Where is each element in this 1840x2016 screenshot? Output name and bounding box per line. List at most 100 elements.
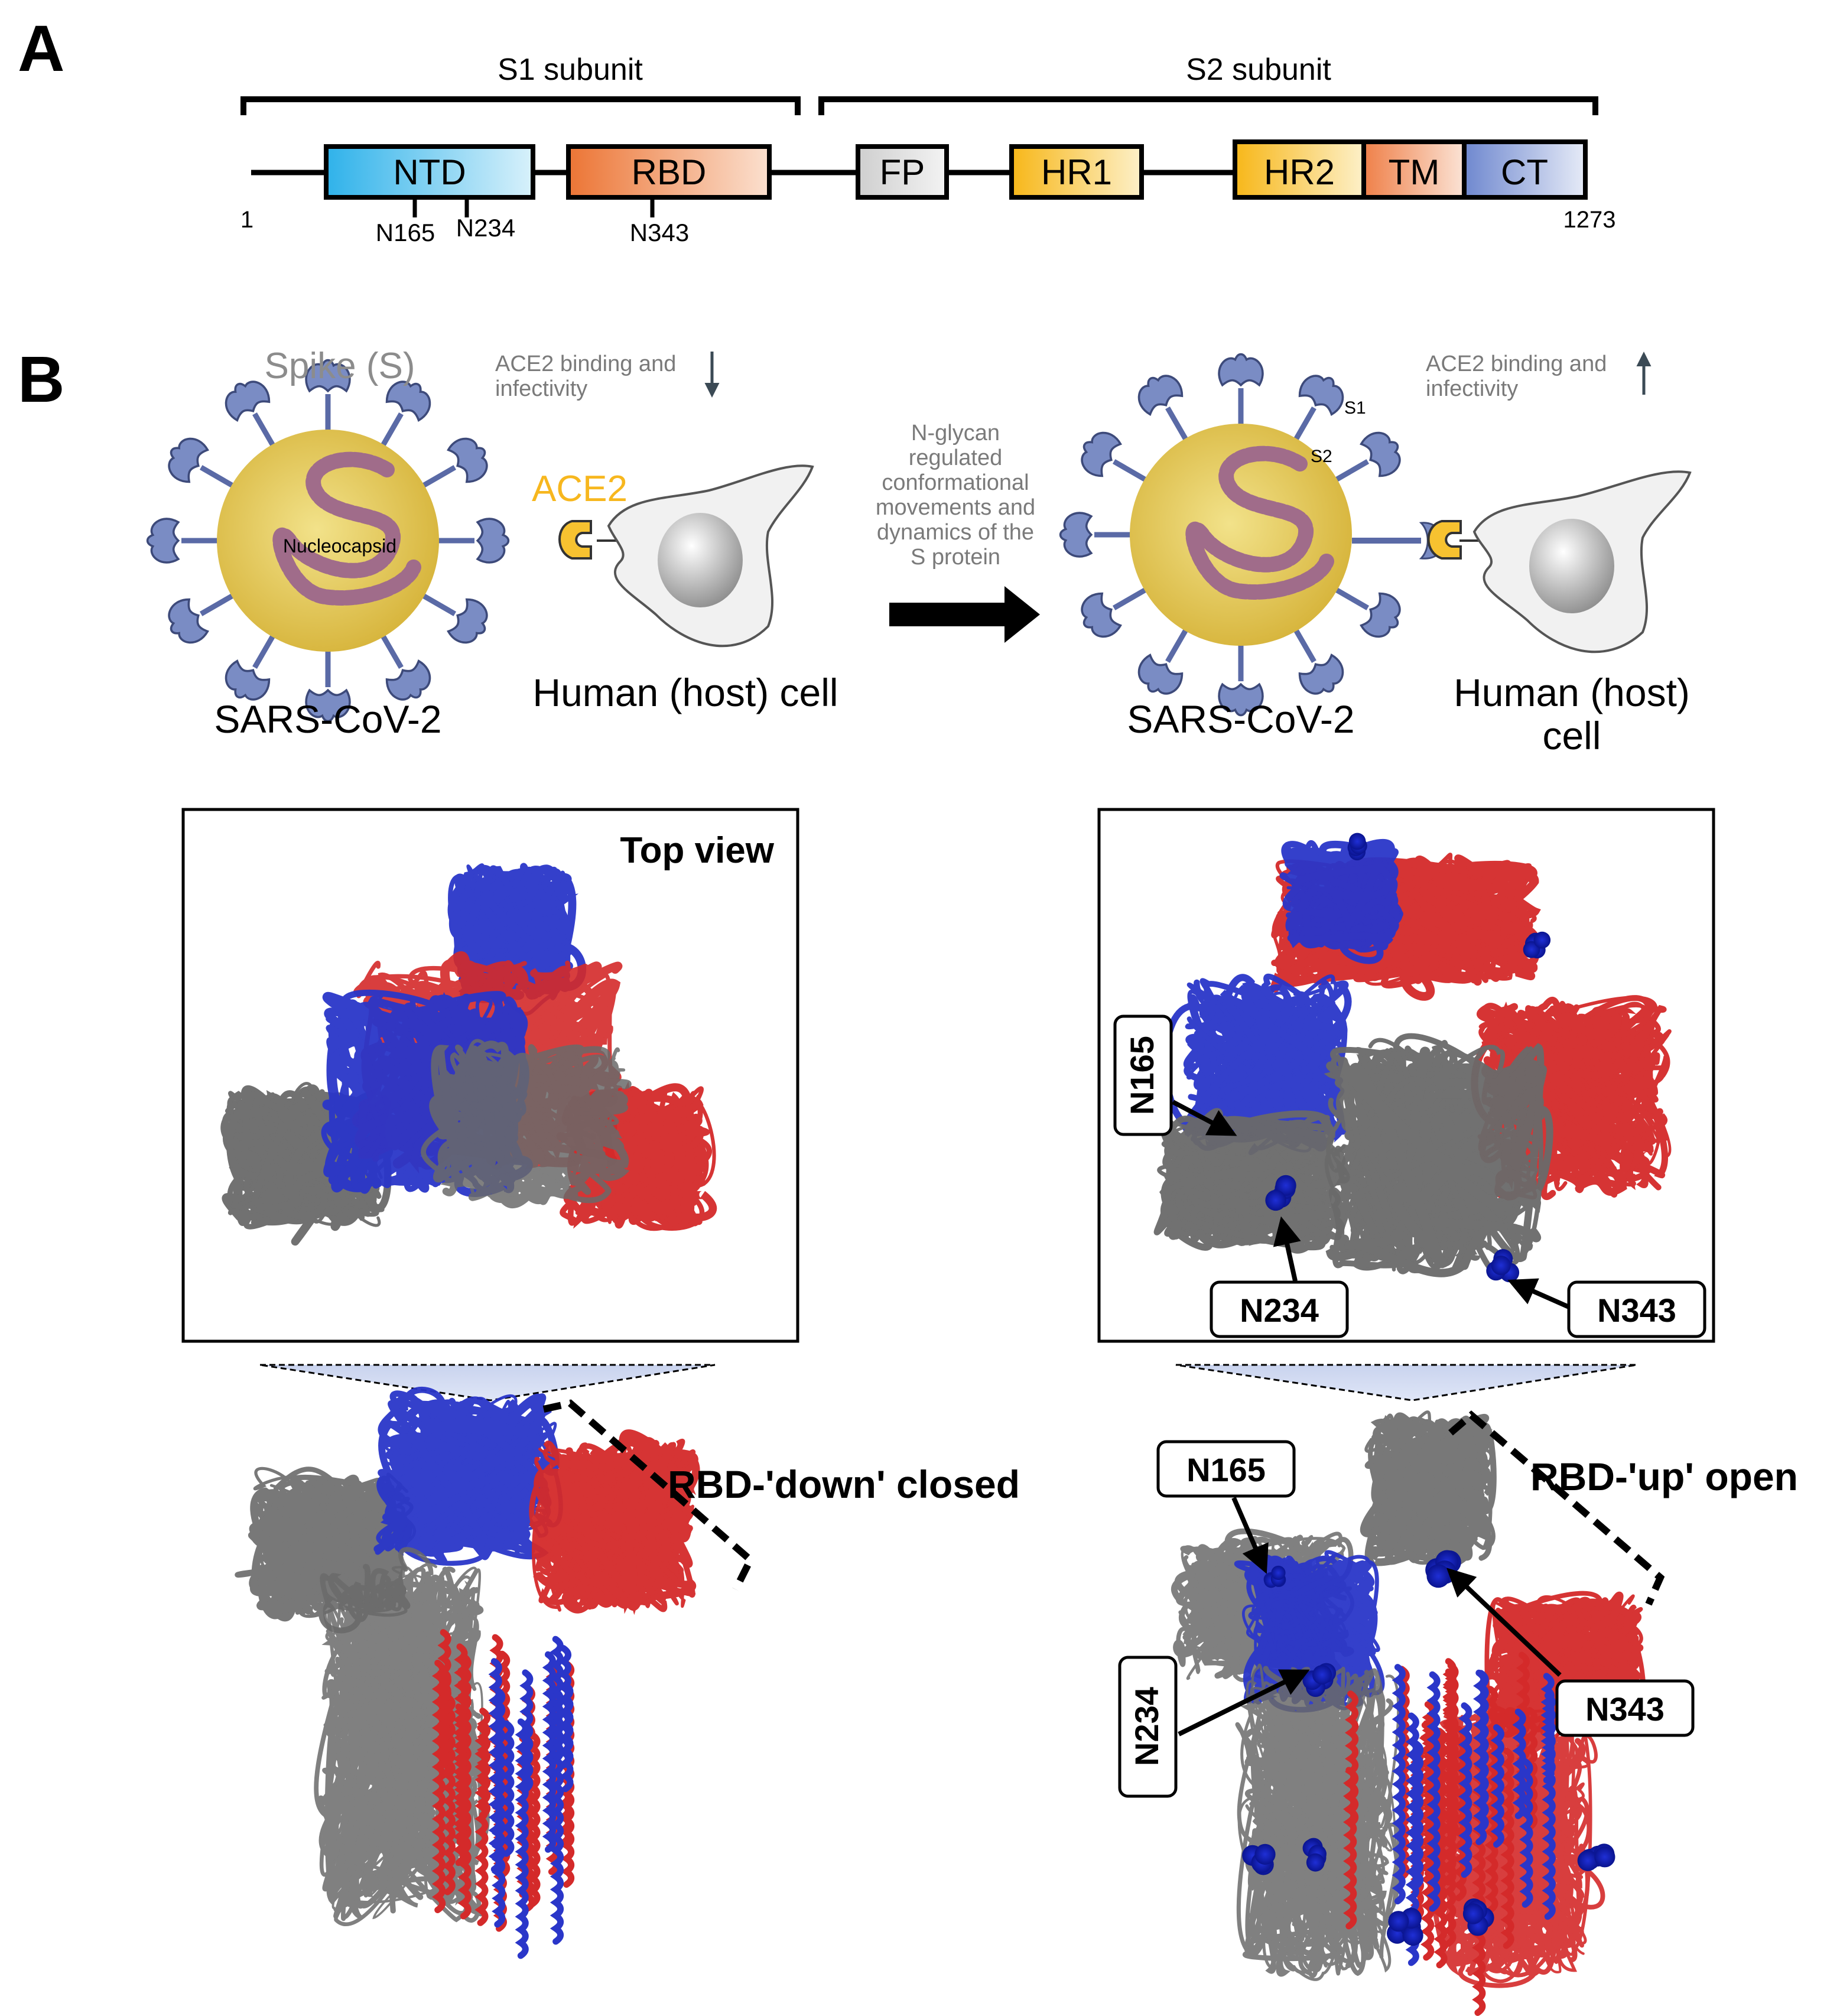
transition-line-3: conformational — [882, 470, 1029, 495]
s1-bracket — [240, 96, 801, 115]
s1-small-label: S1 — [1344, 398, 1366, 418]
spike-icon — [1218, 353, 1264, 427]
spike-icon — [420, 592, 488, 644]
domain-fp-label: FP — [880, 152, 925, 192]
glycan-blob — [1386, 1907, 1423, 1946]
spike-icon — [146, 518, 220, 564]
callout-side-n343: N343 — [1446, 1568, 1695, 1737]
spike-proteins-right — [1059, 353, 1401, 717]
callout-top-n165-text: N165 — [1123, 1036, 1160, 1115]
transition-arrow-icon — [889, 586, 1040, 643]
virus-right — [1059, 353, 1444, 717]
rbd-closed-label: RBD-'down' closed — [668, 1462, 1020, 1506]
cell-label-left: Human (host) cell — [532, 671, 838, 714]
spike-icon — [1292, 627, 1344, 695]
chain-grey-left — [1153, 1108, 1350, 1254]
spike-icon — [379, 633, 431, 701]
chain-grey-rbd-up — [1360, 1410, 1497, 1571]
nucleus-left — [658, 513, 743, 607]
callout-side-n234-text: N234 — [1128, 1687, 1165, 1766]
domain-hr1 — [1009, 144, 1144, 200]
glycan-label-n165: N165 — [376, 219, 435, 246]
spike-icon — [1292, 375, 1344, 443]
domain-tm-label: TM — [1389, 152, 1440, 192]
chain-blue-helices — [488, 1635, 574, 1959]
spike-icon — [1333, 586, 1401, 638]
chain-blue-helices — [1392, 1664, 1556, 1966]
spike-icon — [225, 633, 277, 701]
glycan-blob — [1462, 1898, 1494, 1936]
virus-label-right: SARS-CoV-2 — [1127, 697, 1354, 741]
nucleocapsid-label: Nucleocapsid — [283, 535, 396, 557]
ace2-label-left: ACE2 — [532, 469, 628, 509]
top-view-label: Top view — [620, 830, 774, 871]
spike-icon — [436, 518, 510, 564]
spike-label: Spike (S) — [265, 346, 415, 386]
domain-ntd — [324, 144, 535, 200]
start-residue: 1 — [240, 207, 253, 233]
nucleocapsid-rna-right — [1185, 446, 1334, 600]
glycan-blob — [1577, 1843, 1615, 1871]
cell-label-right-line2: cell — [1542, 714, 1601, 757]
rbd-open-label: RBD-'up' open — [1530, 1455, 1798, 1498]
cell-label-right-line1: Human (host) — [1454, 671, 1690, 714]
trimer-side-view-closed — [235, 1386, 700, 1959]
callout-top-n343-text: N343 — [1597, 1292, 1676, 1329]
chain-blue-top — [373, 1386, 563, 1566]
panel-a: A S1 subunit S2 subunit NTD RBD FP HR1 H… — [18, 12, 1615, 246]
virus-label-left: SARS-CoV-2 — [214, 697, 441, 741]
chain-grey-center — [1324, 1033, 1553, 1277]
spike-icon — [420, 437, 488, 489]
s2-small-label: S2 — [1311, 447, 1332, 466]
spike-icon — [305, 359, 351, 433]
spike-icon — [1059, 512, 1133, 558]
spike-icon — [168, 592, 236, 644]
callout-side-n343-text: N343 — [1585, 1690, 1665, 1728]
callout-top-n165: N165 — [1113, 1014, 1237, 1136]
glycan-blob-n234 — [1302, 1663, 1337, 1698]
spike-icon — [305, 649, 351, 723]
spike-icon — [1218, 643, 1264, 717]
spike-icon — [1333, 431, 1401, 483]
glycan-label-n343: N343 — [630, 219, 689, 246]
chain-blue-ribbons — [1279, 838, 1403, 964]
panel-b-letter: B — [18, 343, 64, 416]
transition-line-2: regulated — [909, 446, 1002, 470]
domain-bar: NTD RBD FP HR1 HR2 TM CT — [324, 139, 1588, 200]
trimer-top-view-closed — [220, 863, 717, 1246]
glycan-blob — [1523, 931, 1551, 959]
domain-ntd-label: NTD — [393, 152, 466, 192]
transition-line-5: dynamics of the — [877, 520, 1034, 545]
callout-side-n165-text: N165 — [1186, 1451, 1266, 1488]
nucleus-right — [1529, 519, 1614, 613]
glycan-blob-n343 — [1486, 1249, 1520, 1283]
domain-rbd-label: RBD — [632, 152, 707, 192]
binding-text-right-line1: ACE2 binding and — [1426, 352, 1607, 376]
callout-top-n343: N343 — [1507, 1278, 1706, 1338]
spike-icon — [1081, 586, 1149, 638]
transition-line-4: movements and — [876, 495, 1035, 520]
domain-hr1-label: HR1 — [1041, 152, 1112, 192]
callout-top-n234-text: N234 — [1240, 1292, 1319, 1329]
chain-grey-core — [421, 1039, 632, 1208]
binding-text-right-line2: infectivity — [1426, 376, 1518, 401]
domain-ct-label: CT — [1501, 152, 1548, 192]
callout-top-n234: N234 — [1210, 1216, 1349, 1338]
glycan-label-n234: N234 — [456, 214, 515, 242]
spike-icon — [379, 381, 431, 448]
callout-side-n234: N234 — [1118, 1656, 1310, 1798]
glycan-blob-n165 — [1263, 1565, 1286, 1588]
transition-line-6: S protein — [911, 545, 1000, 570]
panel-b: B Nucleocapsid Spike (S) ACE2 binding an… — [18, 343, 1798, 2016]
glycan-blob — [1302, 1838, 1327, 1872]
projection-funnel-left — [259, 1364, 716, 1402]
glycan-blob-n234 — [1265, 1175, 1296, 1211]
glycan-blob — [1242, 1843, 1276, 1875]
domain-ct — [1462, 139, 1588, 200]
domain-hr2-label: HR2 — [1264, 152, 1335, 192]
chain-grey-body — [1235, 1664, 1401, 1981]
callout-side-n165: N165 — [1156, 1440, 1296, 1574]
domain-rbd — [566, 144, 772, 200]
projection-funnel-right — [1175, 1364, 1637, 1402]
